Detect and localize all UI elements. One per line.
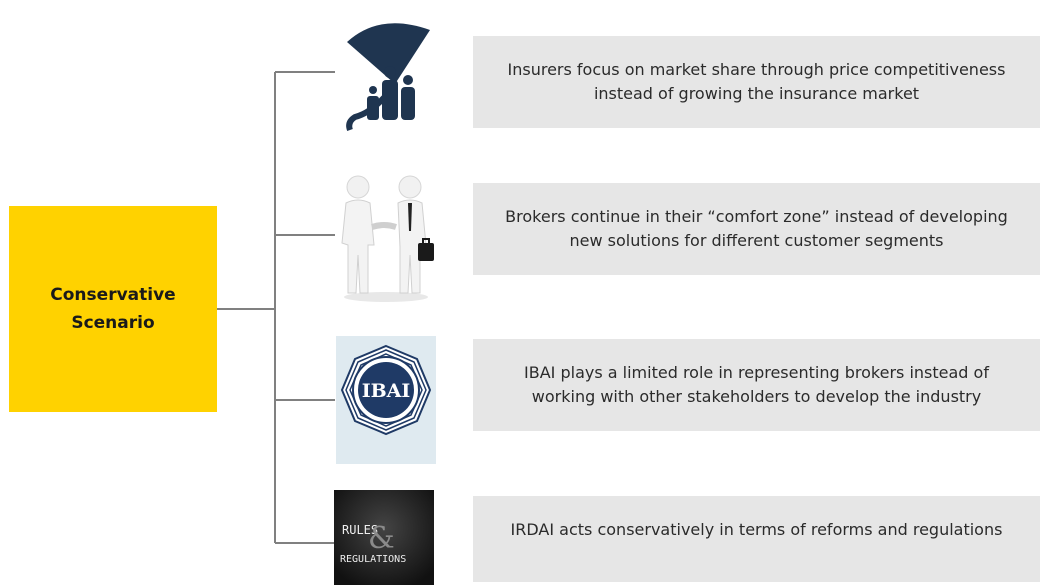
root-node: Conservative Scenario <box>9 206 217 412</box>
root-label-line-1: Conservative <box>50 285 176 305</box>
rules-regulations-image: RULES & REGULATIONS <box>334 490 434 585</box>
handshake-icon <box>336 165 436 305</box>
root-label-line-2: Scenario <box>71 313 155 333</box>
umbrella-family-icon <box>335 12 435 132</box>
statement-box-2: Brokers continue in their “comfort zone”… <box>473 183 1040 275</box>
statement-box-4: IRDAI acts conservatively in terms of re… <box>473 496 1040 582</box>
statement-text-3: IBAI plays a limited role in representin… <box>524 363 989 406</box>
ibai-logo-text: IBAI <box>362 380 411 402</box>
statement-box-1: Insurers focus on market share through p… <box>473 36 1040 128</box>
regulations-text: REGULATIONS <box>340 554 406 565</box>
statement-text-2: Brokers continue in their “comfort zone”… <box>505 207 1008 250</box>
statement-text-1: Insurers focus on market share through p… <box>507 60 1006 103</box>
ampersand-text: & <box>368 521 395 556</box>
statement-box-3: IBAI plays a limited role in representin… <box>473 339 1040 431</box>
ibai-logo: IBAI <box>336 336 436 464</box>
statement-text-4: IRDAI acts conservatively in terms of re… <box>510 520 1003 539</box>
rules-text: RULES <box>342 523 378 537</box>
